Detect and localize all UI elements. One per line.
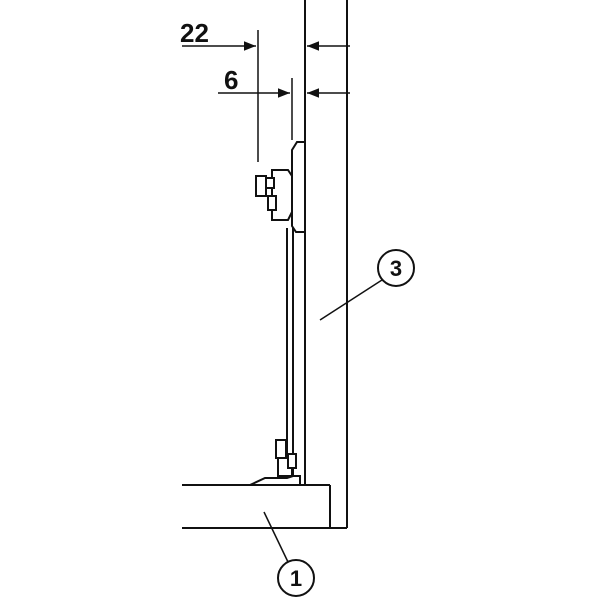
dimension-label-22: 22 bbox=[180, 18, 209, 48]
callout-label-1: 1 bbox=[290, 566, 302, 591]
callout-side-panel: 3 bbox=[319, 249, 415, 321]
dimension-label-6: 6 bbox=[224, 65, 238, 95]
callout-label-3: 3 bbox=[390, 256, 402, 281]
callout-circle bbox=[377, 249, 415, 287]
base-panel bbox=[182, 484, 331, 529]
side-panel bbox=[304, 0, 348, 529]
callout-circle bbox=[277, 559, 315, 597]
dimension-top-offset bbox=[182, 30, 350, 162]
mounting-bracket bbox=[249, 141, 306, 486]
callout-base-panel: 1 bbox=[263, 511, 315, 597]
dimension-inner-offset bbox=[218, 60, 350, 140]
